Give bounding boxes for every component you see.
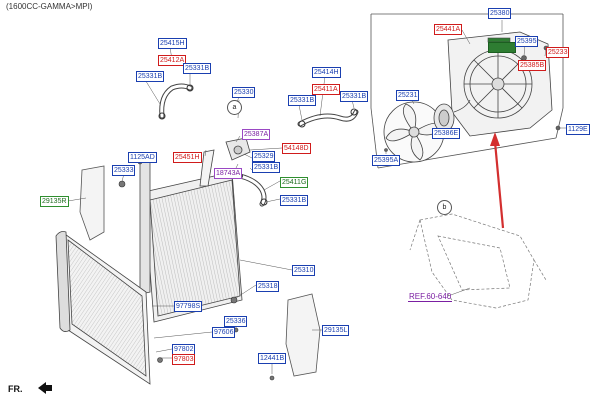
part-label-25331B-f[interactable]: 25331B [340, 91, 369, 102]
part-label-25331B-a[interactable]: 25331B [183, 63, 212, 74]
part-label-25385B[interactable]: 25385B [518, 60, 547, 71]
upper-hose-outline [298, 110, 358, 126]
part-label-25387A[interactable]: 25387A [242, 129, 271, 140]
part-label-25331B-b[interactable]: 25331B [136, 71, 165, 82]
part-label-25412A[interactable]: 25412A [158, 55, 187, 66]
part-label-25231[interactable]: 25231 [396, 90, 420, 101]
callout-b[interactable]: b [437, 200, 452, 215]
fan-blade [383, 101, 445, 163]
part-label-25331B-e[interactable]: 25331B [288, 95, 317, 106]
air-guard-right [79, 165, 105, 241]
radiator [139, 155, 243, 323]
part-label-54148D[interactable]: 54148D [282, 143, 311, 154]
part-label-25336[interactable]: 25336 [224, 316, 248, 327]
part-label-12441B[interactable]: 12441B [258, 353, 287, 364]
part-label-1129E[interactable]: 1129E [566, 124, 590, 135]
reference-link-60-640[interactable]: REF.60-640 [408, 292, 453, 302]
part-label-25386E[interactable]: 25386E [432, 128, 461, 139]
front-carrier [409, 213, 547, 309]
part-label-25441A[interactable]: 25441A [434, 24, 463, 35]
engine-spec-header: (1600CC-GAMMA>MPI) [6, 2, 93, 11]
part-label-18743A[interactable]: 18743A [214, 168, 243, 179]
part-label-97803[interactable]: 97803 [172, 354, 196, 365]
part-label-97606[interactable]: 97606 [212, 327, 236, 338]
part-label-25451H[interactable]: 25451H [173, 152, 202, 163]
part-label-97798S[interactable]: 97798S [174, 301, 203, 312]
part-label-25411A[interactable]: 25411A [312, 84, 340, 95]
part-label-29135R[interactable]: 29135R [40, 196, 69, 207]
part-label-25331B-d[interactable]: 25331B [280, 195, 309, 206]
red-arrow [490, 132, 505, 229]
part-label-29135L[interactable]: 29135L [322, 325, 350, 336]
front-direction-label: FR. [8, 384, 23, 394]
part-label-25395[interactable]: 25395 [515, 36, 539, 47]
air-guard-left [285, 293, 321, 377]
part-label-1125AD[interactable]: 1125AD [128, 152, 157, 163]
part-label-25318[interactable]: 25318 [256, 281, 280, 292]
part-label-25310[interactable]: 25310 [292, 265, 316, 276]
bypass-hose [159, 83, 193, 119]
callout-a[interactable]: a [227, 100, 242, 115]
part-label-25411G[interactable]: 25411G [280, 177, 309, 188]
part-label-25331B-c[interactable]: 25331B [252, 162, 281, 173]
part-label-25395A[interactable]: 25395A [372, 155, 401, 166]
part-label-25329[interactable]: 25329 [252, 151, 276, 162]
fan-motor [433, 99, 471, 133]
front-arrow-icon [38, 382, 52, 394]
fan-assembly-box [370, 13, 564, 169]
part-label-25380[interactable]: 25380 [488, 8, 512, 19]
part-label-25414H[interactable]: 25414H [312, 67, 341, 78]
condenser [55, 231, 151, 385]
water-inlet [199, 137, 251, 187]
part-label-25330[interactable]: 25330 [232, 87, 256, 98]
part-label-25333[interactable]: 25333 [112, 165, 136, 176]
part-label-highlighted[interactable] [488, 42, 516, 53]
part-label-25415H[interactable]: 25415H [158, 38, 187, 49]
part-label-25233[interactable]: 25233 [546, 47, 570, 58]
